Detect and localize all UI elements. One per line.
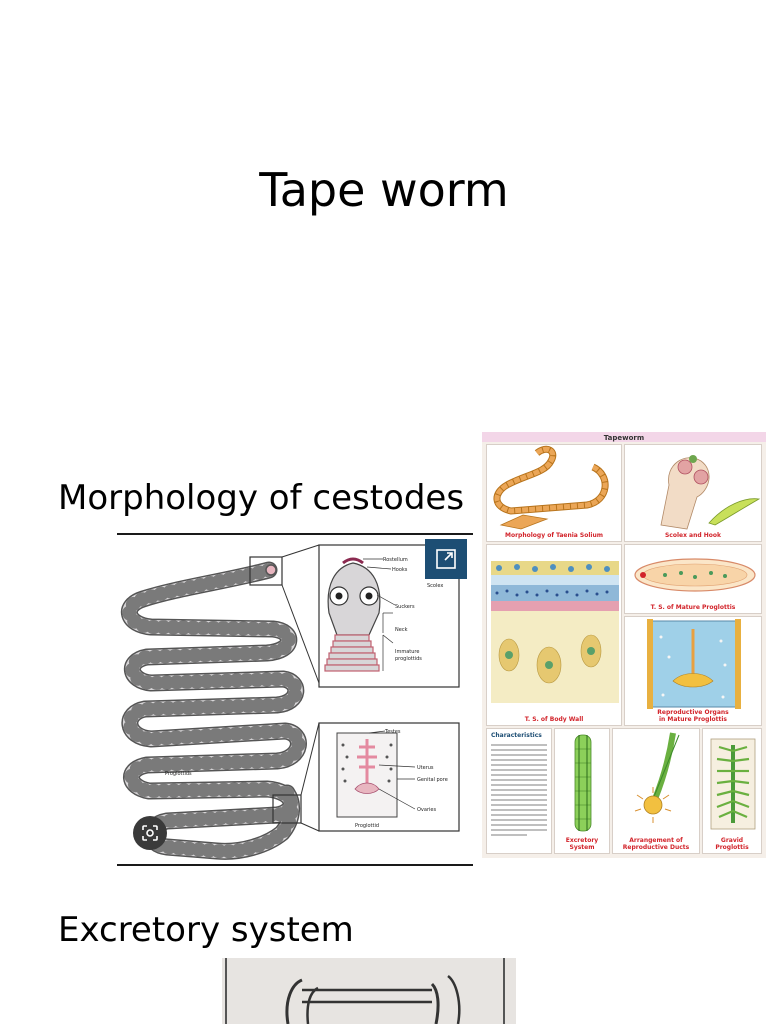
characteristics-text-lines	[491, 744, 547, 836]
caption-scolex-hook: Scolex and Hook	[664, 532, 722, 539]
diagram-top-rule	[117, 533, 473, 535]
label-ovaries: Ovaries	[417, 807, 436, 813]
tapeworm-diagram: Rostellum Hooks Scolex Suckers Neck Imma…	[117, 533, 473, 866]
caption-excretory-line1: Excretory	[565, 837, 599, 844]
tapeworm-chart-poster: Tapeworm Morphology of Taenia Solium Sco…	[482, 432, 766, 858]
panel-scolex-hook: Scolex and Hook	[624, 444, 762, 542]
lens-icon	[142, 825, 158, 841]
label-testes: Testes	[384, 729, 401, 735]
arrangement-illustration	[634, 732, 680, 823]
characteristics-title: Characteristics	[491, 732, 542, 739]
panel-gravid: Gravid Proglottis	[702, 728, 762, 854]
caption-gravid-line1: Gravid	[720, 837, 744, 844]
diagram-bottom-rule	[117, 864, 473, 866]
panel-characteristics: Characteristics	[486, 728, 552, 854]
morphology-illustration	[493, 445, 609, 530]
caption-arrangement-line2: Reproductive Ducts	[622, 844, 690, 851]
label-scolex: Scolex	[427, 583, 443, 589]
label-uterus: Uterus	[417, 765, 434, 771]
caption-gravid-line2: Proglottis	[715, 844, 749, 851]
label-hooks: Hooks	[392, 567, 408, 573]
panel-body-wall: T. S. of Body Wall	[486, 544, 622, 726]
expand-icon	[436, 549, 456, 569]
caption-arrangement-line1: Arrangement of	[629, 837, 683, 844]
excretory-illustration	[574, 734, 592, 832]
label-genital-pore: Genital pore	[417, 777, 448, 783]
panel-excretory: Excretory System	[554, 728, 610, 854]
poster-header-band: Tapeworm	[482, 432, 766, 442]
scolex-hook-illustration	[660, 455, 761, 530]
tapeworm-body	[120, 561, 307, 860]
section-heading-excretory: Excretory system	[58, 910, 354, 950]
reproductive-organs-illustration	[647, 619, 741, 709]
label-proglottid: Proglottid	[355, 823, 379, 829]
panel-reproductive-organs: Reproductive Organs in Mature Proglottis	[624, 616, 762, 726]
poster-header: Tapeworm	[604, 434, 644, 442]
body-wall-illustration	[491, 561, 619, 703]
label-rostellum: Rostellum	[383, 557, 408, 563]
ts-mature-illustration	[634, 558, 756, 592]
caption-ts-mature: T. S. of Mature Proglottis	[650, 604, 736, 611]
label-neck: Neck	[395, 627, 408, 633]
gravid-illustration	[710, 738, 756, 830]
excretory-system-drawing	[222, 958, 516, 1024]
label-suckers: Suckers	[395, 604, 415, 610]
caption-excretory-line2: System	[569, 844, 595, 851]
caption-repro-line2: in Mature Proglottis	[658, 716, 727, 723]
visual-search-button[interactable]	[133, 816, 167, 850]
panel-arrangement: Arrangement of Reproductive Ducts	[612, 728, 700, 854]
caption-body-wall: T. S. of Body Wall	[524, 716, 584, 723]
label-proglottids-body: Proglottids	[165, 771, 192, 777]
label-proglottids: proglottids	[395, 656, 422, 662]
label-immature: Immature	[395, 649, 419, 655]
panel-morphology: Morphology of Taenia Solium	[486, 444, 622, 542]
expand-image-button[interactable]	[425, 539, 467, 579]
caption-morphology: Morphology of Taenia Solium	[504, 532, 604, 539]
slide-title: Tape worm	[259, 163, 509, 217]
section-heading-morphology: Morphology of cestodes	[58, 478, 465, 518]
tapeworm-illustration: Rostellum Hooks Scolex Suckers Neck Imma…	[120, 544, 460, 860]
excretory-sketch	[222, 958, 516, 1024]
caption-repro-line1: Reproductive Organs	[657, 709, 729, 716]
panel-ts-mature: T. S. of Mature Proglottis	[624, 544, 762, 614]
